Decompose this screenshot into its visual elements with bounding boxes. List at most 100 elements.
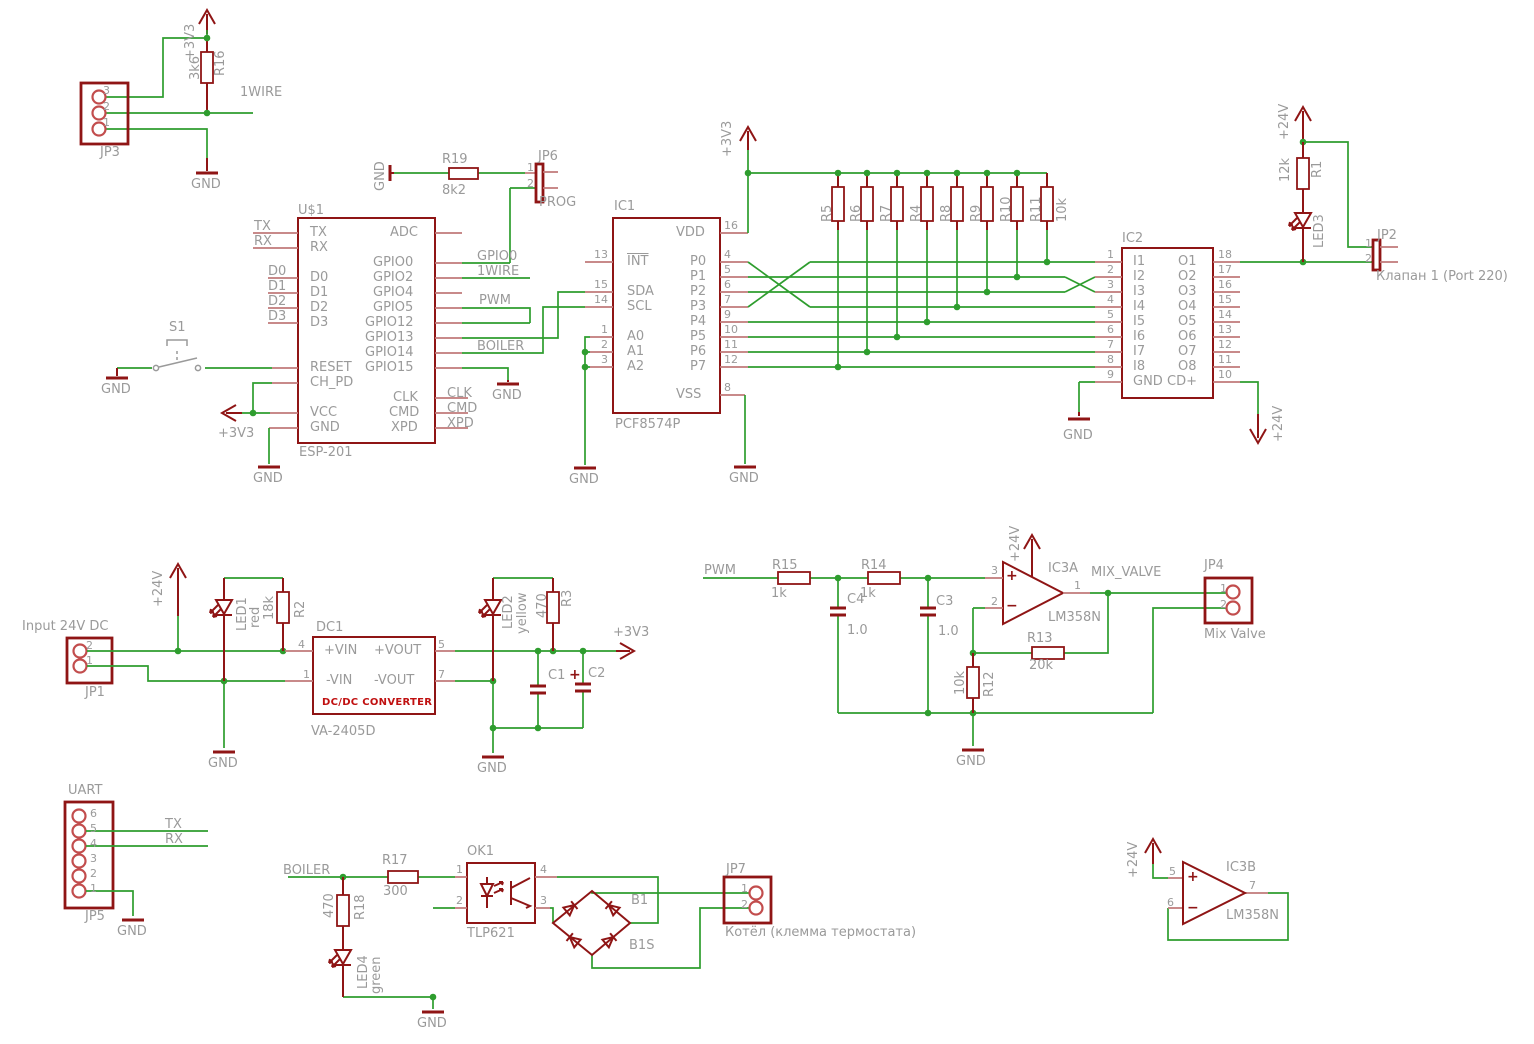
capacitor-c4-icon [830, 606, 846, 617]
led4-icon [328, 949, 352, 968]
resistor-r2 [276, 591, 290, 624]
label-13: 13 [594, 248, 608, 261]
label--: − [1006, 598, 1018, 614]
optocoupler-internals-icon [479, 877, 533, 909]
power-arrow-24v-icon [1294, 104, 1312, 142]
label-ch-pd: CH_PD [310, 375, 354, 390]
jp3-1wire-block [79, 7, 253, 175]
label-pwm: PWM [704, 563, 736, 578]
label-9: 9 [724, 308, 731, 321]
pullup-network-block [748, 169, 1054, 367]
mix-valve-driver-block [703, 532, 1254, 752]
label-3k6: 3k6 [188, 55, 203, 80]
connector-jp7 [722, 875, 773, 925]
label-xpd: XPD [447, 416, 474, 431]
label-15: 15 [1218, 293, 1232, 306]
label-cmd: CMD [389, 405, 420, 420]
label-gpio12: GPIO12 [365, 315, 414, 330]
label-o3: O3 [1178, 284, 1197, 299]
label-o2: O2 [1178, 269, 1197, 284]
connector-jp6 [534, 162, 545, 204]
label-+3v3: +3V3 [218, 426, 255, 441]
label-18k: 18k [262, 595, 277, 620]
label-c1: C1 [548, 668, 566, 683]
label-ic3a: IC3A [1048, 561, 1079, 576]
label--vin: -VIN [326, 673, 353, 688]
label-r10: R10 [999, 196, 1014, 222]
label-1: 1 [741, 882, 748, 895]
power-arrow-24v-icon [169, 561, 187, 616]
label-jp1: JP1 [85, 685, 105, 700]
label-2: 2 [991, 595, 998, 608]
label-клапан-1-port-220-: Клапан 1 (Port 220) [1376, 269, 1508, 284]
label-p7: P7 [690, 359, 707, 374]
label-o7: O7 [1178, 344, 1197, 359]
resistor-r15 [777, 571, 811, 585]
label-6: 6 [1107, 323, 1114, 336]
label-3: 3 [601, 353, 608, 366]
label-1: 1 [1107, 248, 1114, 261]
label-tx: TX [254, 219, 271, 234]
resistor-r17 [387, 870, 419, 884]
label-jp4: JP4 [1204, 558, 1224, 573]
label-rx: RX [254, 234, 272, 249]
label-17: 17 [1218, 263, 1232, 276]
ic-dcdc-va2405d [312, 636, 436, 715]
label-4: 4 [540, 863, 547, 876]
power-arrow-3v3-icon [198, 7, 216, 25]
label-uart: UART [68, 783, 103, 798]
label-10k: 10k [1055, 197, 1070, 222]
label-3: 3 [991, 564, 998, 577]
led3-icon [1288, 212, 1312, 231]
label-gnd: GND [956, 754, 986, 769]
resistor-r1 [1296, 157, 1310, 190]
resistor-r18 [336, 894, 350, 927]
label-11: 11 [724, 338, 738, 351]
label-1: 1 [90, 882, 97, 895]
label-gnd: GND [191, 177, 221, 192]
label-2: 2 [1107, 263, 1114, 276]
label-tx: TX [165, 817, 182, 832]
label-i7: I7 [1133, 344, 1146, 359]
label-gpio0: GPIO0 [477, 249, 518, 264]
label-2: 2 [1365, 252, 1372, 265]
label-12: 12 [1218, 338, 1232, 351]
label-11: 11 [1218, 353, 1232, 366]
label-gpio13: GPIO13 [365, 330, 414, 345]
label-clk: CLK [393, 390, 418, 405]
label-cd+: CD+ [1167, 374, 1197, 389]
label-i5: I5 [1133, 314, 1146, 329]
label-r11: R11 [1029, 196, 1044, 222]
label-r1: R1 [1310, 160, 1325, 178]
connector-jp2 [1371, 238, 1382, 272]
ic2-block [1066, 247, 1267, 446]
label-gnd: GND [477, 761, 507, 776]
label-3: 3 [103, 84, 110, 97]
label-+: + [1006, 568, 1018, 584]
label-2: 2 [527, 177, 534, 190]
label-d1: D1 [310, 285, 329, 300]
label-p0: P0 [690, 254, 707, 269]
label-prog: PROG [539, 195, 577, 210]
label-4: 4 [298, 638, 305, 651]
label-r14: R14 [861, 558, 887, 573]
resistor-r14 [867, 571, 901, 585]
led2-icon [478, 599, 502, 618]
label-1: 1 [456, 863, 463, 876]
power-arrow-24v-icon [1023, 532, 1041, 577]
capacitor-c3-icon [920, 606, 936, 617]
label-gnd: GND [101, 382, 131, 397]
connector-jp1 [65, 636, 114, 685]
connector-jp5 [63, 800, 115, 910]
label-1-0: 1.0 [938, 624, 959, 639]
label-10: 10 [724, 323, 738, 336]
label-gpio5: GPIO5 [373, 300, 414, 315]
bridge-b1 [551, 889, 632, 957]
label-a2: A2 [627, 359, 645, 374]
label-i1: I1 [1133, 254, 1146, 269]
label-d0: D0 [310, 270, 329, 285]
label-+24v: +24V [1271, 405, 1286, 442]
label-r7: R7 [879, 204, 894, 222]
label-reset: RESET [310, 360, 352, 375]
label-3: 3 [1107, 278, 1114, 291]
